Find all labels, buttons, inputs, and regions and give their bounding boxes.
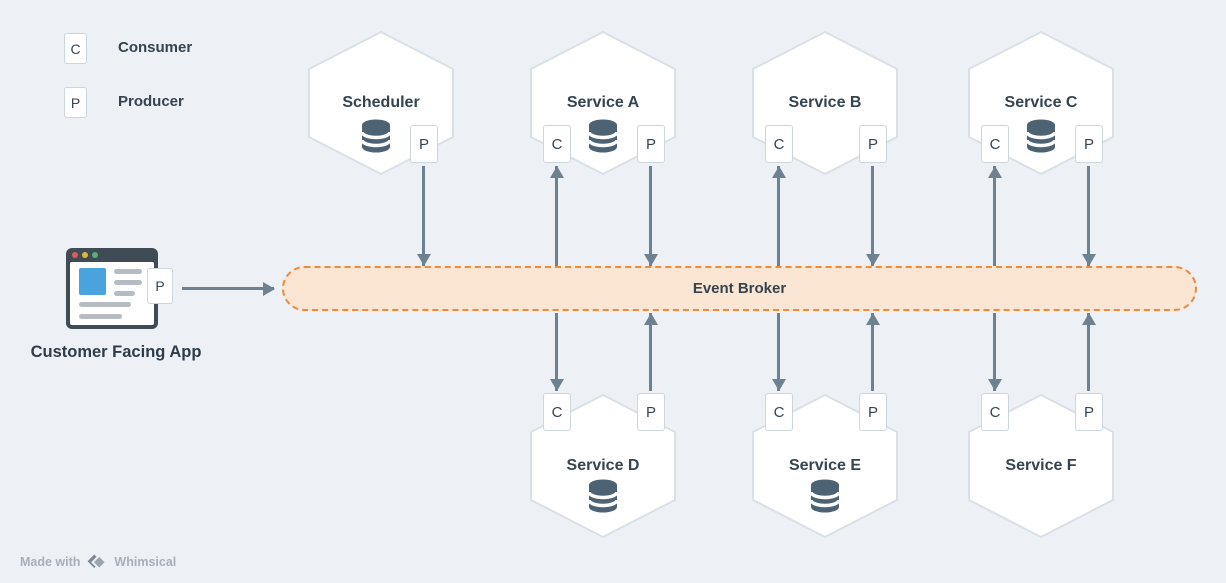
whimsical-logo-icon [87,554,108,571]
arrow-app-p-to-broker [182,281,275,296]
database-icon [588,479,618,513]
producer-badge: P [637,393,665,431]
node-service-d[interactable]: Service D C P [529,393,677,539]
consumer-badge: C [765,393,793,431]
producer-badge: P [859,125,887,163]
arrow-broker-to-service-d-c [549,313,564,391]
arrow-service-e-p-to-broker [865,313,880,391]
app-label: Customer Facing App [30,343,202,361]
browser-text-line [114,291,135,296]
node-service-a[interactable]: Service A C P [529,30,677,176]
arrow-service-a-p-to-broker [643,166,658,266]
arrow-service-d-p-to-broker [643,313,658,391]
made-with-whimsical[interactable]: Made with Whimsical [20,552,176,572]
consumer-badge: C [981,393,1009,431]
browser-text-line [114,269,142,274]
made-with-text: Made with [20,555,81,569]
window-dot-yellow [82,252,88,258]
node-label: Scheduler [342,94,420,111]
node-service-b[interactable]: Service B C P [751,30,899,176]
window-control-dots [72,252,98,258]
database-icon [588,119,618,153]
window-dot-green [92,252,98,258]
event-broker-label: Event Broker [692,280,787,297]
browser-content [70,262,154,325]
legend-producer-badge: P [64,87,87,118]
producer-badge: P [637,125,665,163]
node-service-e[interactable]: Service E C P [751,393,899,539]
node-scheduler[interactable]: Scheduler P [307,30,455,176]
node-label: Service C [1004,94,1078,111]
node-label: Service A [566,94,640,111]
arrow-broker-to-service-b-c [771,166,786,266]
app-producer-badge: P [147,268,173,304]
producer-badge: P [1075,125,1103,163]
arrow-broker-to-service-e-c [771,313,786,391]
browser-image-placeholder [79,268,106,295]
producer-badge: P [410,125,438,163]
database-icon [1026,119,1056,153]
event-broker[interactable]: Event Broker [282,266,1197,311]
node-service-c[interactable]: Service C C P [967,30,1115,176]
legend-producer-label: Producer [118,93,184,110]
consumer-badge: C [543,393,571,431]
window-dot-red [72,252,78,258]
consumer-badge: C [981,125,1009,163]
browser-text-line [114,280,142,285]
arrow-service-c-p-to-broker [1081,166,1096,266]
database-icon [810,479,840,513]
node-label: Service D [566,457,640,474]
browser-text-line [79,314,122,319]
browser-text-line [79,302,131,307]
legend-consumer-label: Consumer [118,39,193,56]
whimsical-brand-text: Whimsical [114,555,177,569]
producer-badge: P [859,393,887,431]
arrow-scheduler-p-to-broker [416,166,431,266]
node-service-f[interactable]: Service F C P [967,393,1115,539]
browser-window-icon[interactable] [66,248,158,329]
node-label: Service B [788,94,862,111]
node-label: Service F [1005,457,1077,474]
arrow-broker-to-service-a-c [549,166,564,266]
arrow-broker-to-service-c-c [987,166,1002,266]
consumer-badge: C [543,125,571,163]
producer-badge: P [1075,393,1103,431]
arrow-service-f-p-to-broker [1081,313,1096,391]
node-label: Service E [788,457,862,474]
arrow-service-b-p-to-broker [865,166,880,266]
arrow-broker-to-service-f-c [987,313,1002,391]
legend-consumer-badge: C [64,33,87,64]
database-icon [361,119,391,153]
consumer-badge: C [765,125,793,163]
